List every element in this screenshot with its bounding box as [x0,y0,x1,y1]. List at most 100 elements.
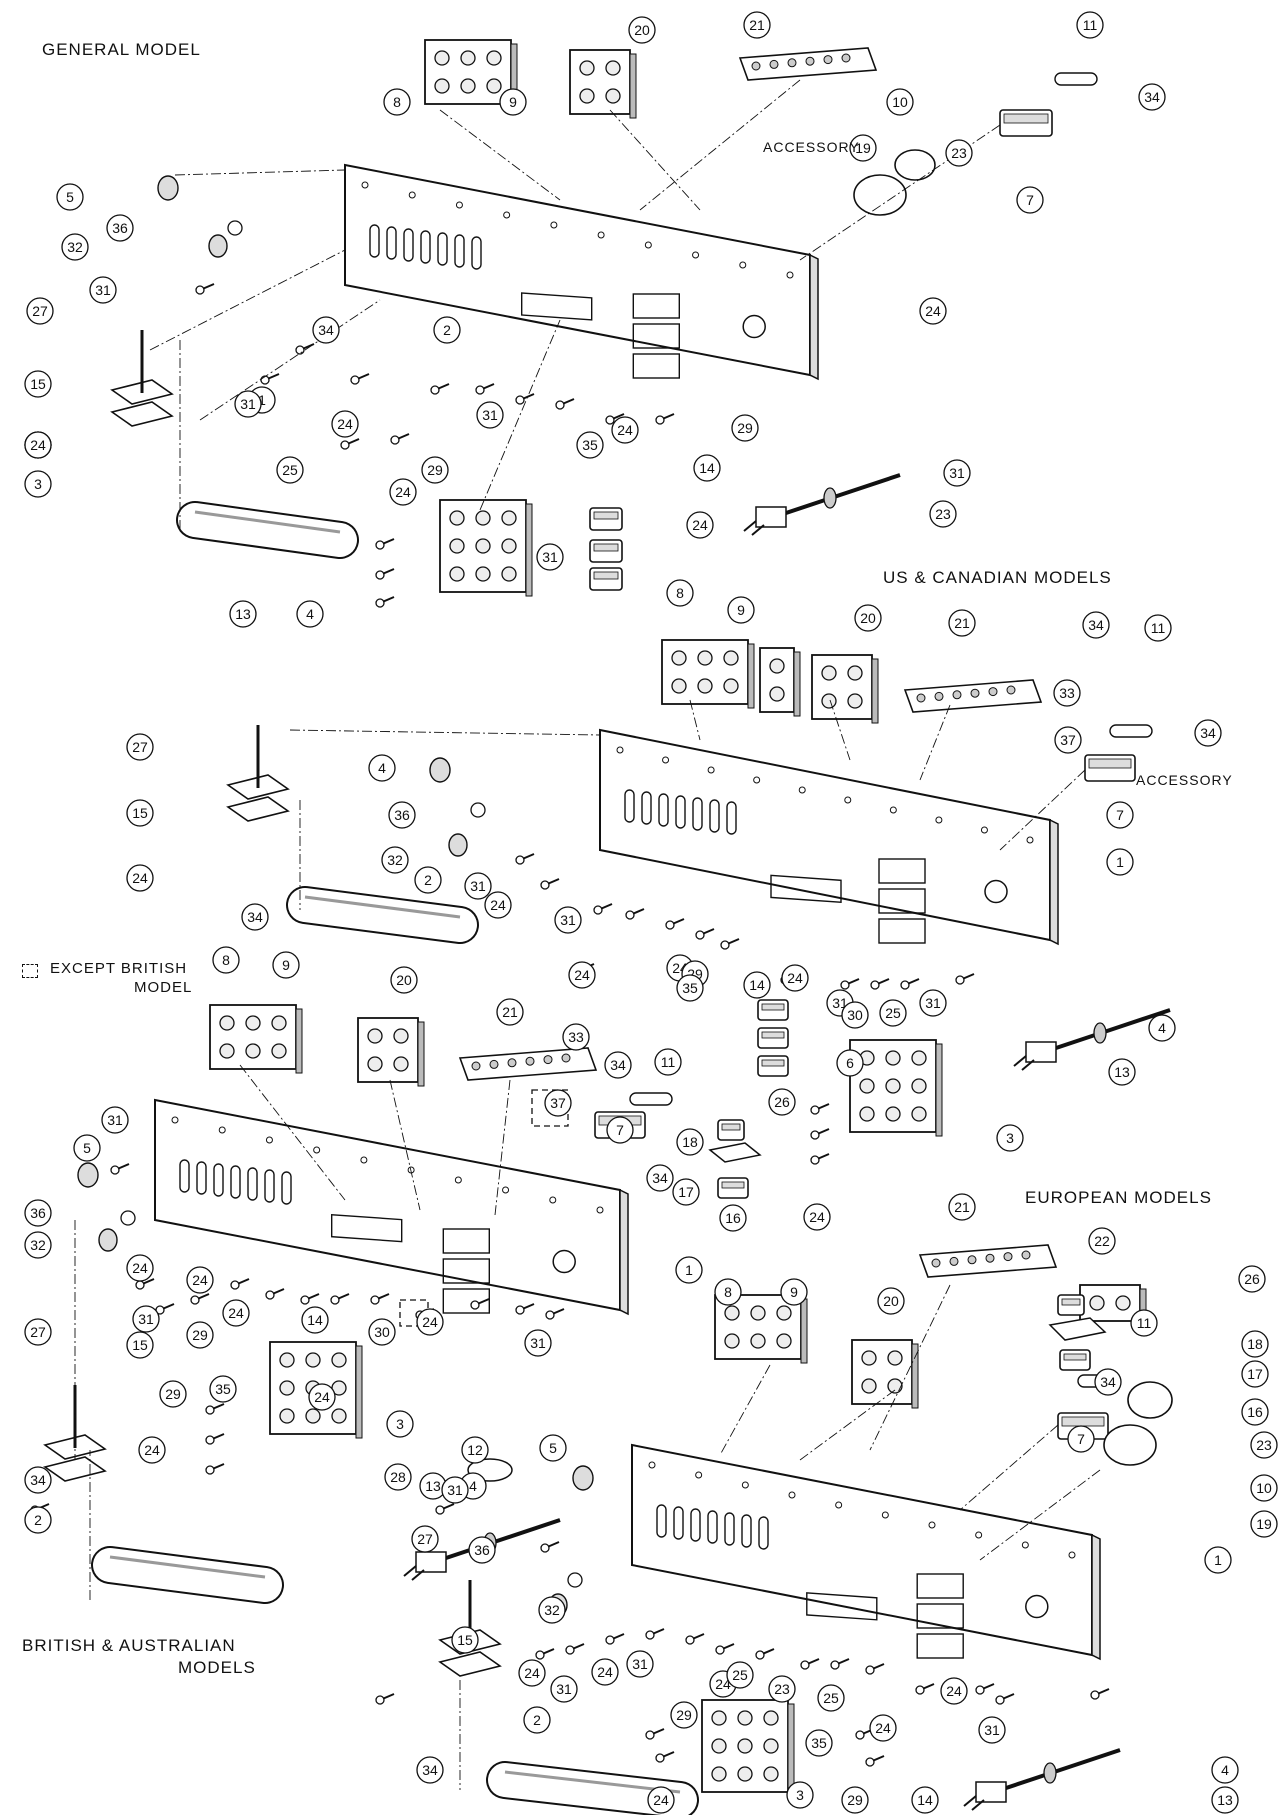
panel-slot [454,234,465,268]
callout-number: 31 [107,1112,123,1128]
terminal-jack [737,1710,753,1726]
panel-slot [692,797,703,831]
terminal-jack [769,658,785,674]
callout-number: 24 [617,422,633,438]
screw-head [625,910,635,920]
callout-circle [106,214,134,242]
panel-hole [844,796,852,804]
callout-number: 34 [422,1762,438,1778]
panel-slot [707,1510,718,1544]
callout-circle [383,88,411,116]
callout-number: 30 [847,1007,863,1023]
callout-number: 17 [1247,1366,1263,1382]
terminal-jack [501,510,517,526]
assembly-line [174,169,346,176]
panel-window [916,1573,964,1599]
screw-head [865,1665,875,1675]
panel-hole [707,766,715,774]
callout-number: 14 [699,460,715,476]
callout-number: 4 [1221,1762,1229,1778]
terminal-jack [763,1766,779,1782]
callout-circle [693,454,721,482]
callout-circle [628,16,656,44]
callout-number: 24 [787,970,803,986]
callout-circle [676,1128,704,1156]
callout-circle [209,1375,237,1403]
callout-circle [676,974,704,1002]
washer-36 [567,1572,583,1588]
callout-circle [433,316,461,344]
callout-circle [606,1116,634,1144]
panel-window [632,353,680,379]
callout-number: 2 [443,322,451,338]
panel-hole [360,1156,368,1164]
callout-number: 11 [1151,620,1166,636]
panel-slot [690,1508,701,1542]
dashed-box-icon [22,964,38,978]
callout-circle [854,604,882,632]
callout-number: 34 [1200,725,1216,741]
callout-number: 34 [30,1472,46,1488]
callout-number: 1 [1214,1552,1222,1568]
strip-terminal [561,1053,571,1063]
callout-number: 4 [378,760,386,776]
terminal-block-20 [569,49,631,115]
callout-circle [849,134,877,162]
callout-circle [805,1729,833,1757]
terminal-jack [1115,1295,1131,1311]
screw-head [645,1730,655,1740]
callout-number: 5 [83,1140,91,1156]
plug-pin [1021,1059,1035,1071]
screw-head [685,1635,695,1645]
terminal-block-3-side [525,503,533,597]
assembly-line [829,699,851,761]
panel-window [442,1288,490,1314]
section-us-canadian-models [226,639,1171,1165]
fuse-holder-7-top [1003,113,1049,124]
screw-head [840,980,850,990]
callout-number: 26 [1244,1271,1260,1287]
callout-number: 25 [885,1005,901,1021]
screw-head [755,1650,765,1660]
terminal-jack [331,1352,347,1368]
callout-circle [73,1134,101,1162]
terminal-jack [486,50,502,66]
screw-head [135,1280,145,1290]
screw-head [565,1645,575,1655]
terminal-jack [605,60,621,76]
panel-window [916,1633,964,1659]
callout-number: 31 [556,1681,572,1697]
callout-number: 18 [1247,1336,1263,1352]
panel-slot [369,224,380,258]
callout-circle [101,1106,129,1134]
callout-number: 31 [95,282,111,298]
panel-edge [809,253,819,381]
power-cord [439,1518,561,1562]
terminal-block-20-side [417,1021,425,1087]
screw-head [695,930,705,940]
callout-circle [272,951,300,979]
terminal-jack [737,1738,753,1754]
terminal-jack [885,1050,901,1066]
callout-number: 1 [1116,854,1124,870]
callout-circle [368,754,396,782]
callout-number: 14 [749,977,765,993]
callout-number: 28 [390,1469,406,1485]
callout-circle [390,966,418,994]
handle-bar-fill [288,888,477,942]
callout-circle [1241,1398,1269,1426]
terminal-jack [245,1043,261,1059]
callout-circle [1144,614,1172,642]
panel-hole [503,211,511,219]
strip-terminal [751,61,761,71]
callout-number: 24 [314,1389,330,1405]
callout-number: 34 [247,909,263,925]
callout-circle [1130,1309,1158,1337]
terminal-block-8-9-side [747,643,755,709]
cord-bushing [1043,1762,1057,1784]
terminal-jack [859,1106,875,1122]
handle-bracket-lower [226,796,290,822]
panel-window [878,858,926,884]
callout-number: 35 [682,980,698,996]
callout-circle [384,1463,412,1491]
